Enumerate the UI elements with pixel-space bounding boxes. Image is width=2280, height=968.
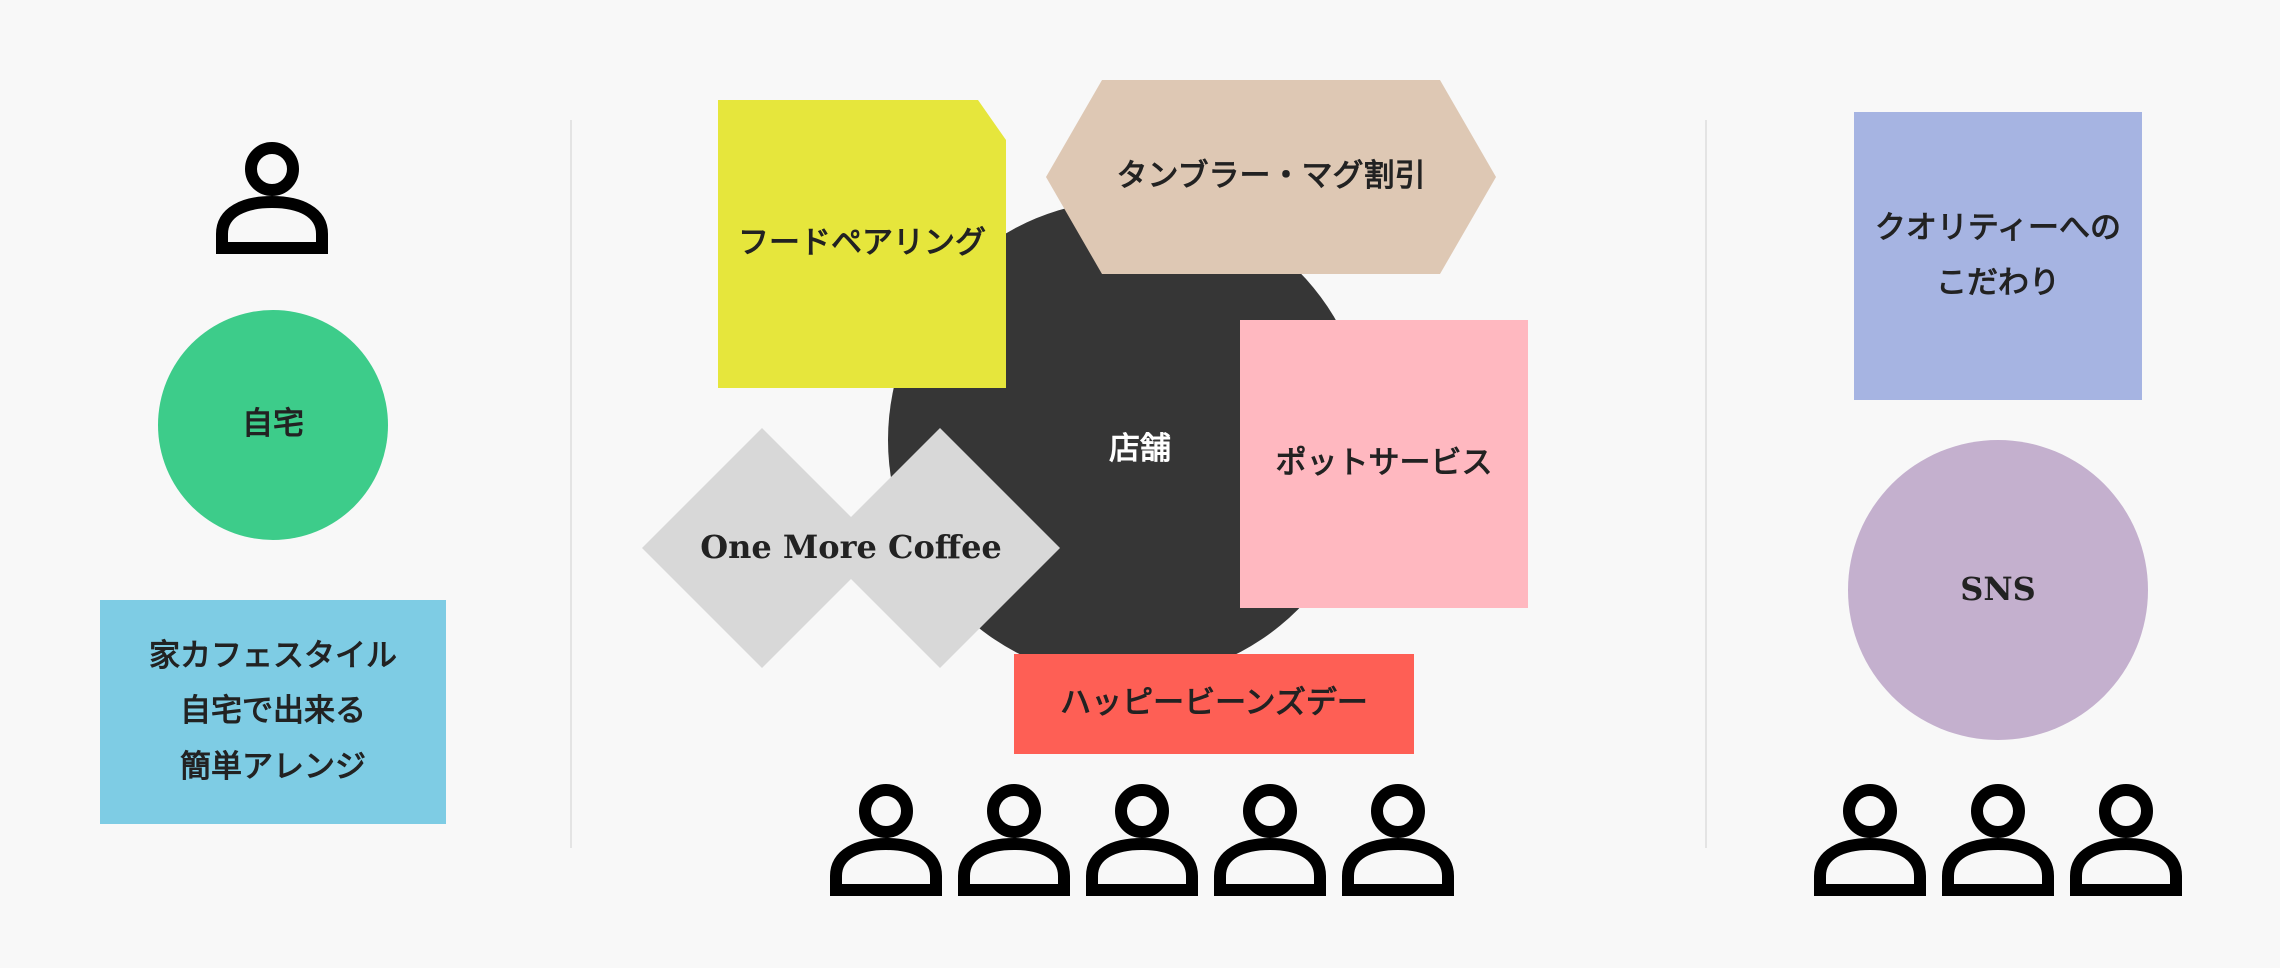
person-icon	[1942, 780, 2054, 896]
food-pairing-label: フードペアリング	[738, 225, 986, 262]
quality-line: クオリティーへの	[1874, 209, 2122, 246]
quality-line: こだわり	[1936, 265, 2060, 301]
tumbler-discount-hexagon	[1046, 80, 1496, 274]
sns-circle	[1848, 440, 2148, 740]
divider-right	[1705, 120, 1707, 848]
home-label: 自宅	[242, 406, 304, 443]
person-icon	[1214, 780, 1326, 896]
one-more-coffee-label: One More Coffee	[700, 528, 1002, 567]
store-label: 店舗	[1109, 431, 1171, 468]
pot-service-label: ポットサービス	[1275, 445, 1493, 482]
home-cafe-card	[100, 600, 446, 824]
person-icon	[830, 780, 942, 896]
person-icon	[1814, 780, 1926, 896]
person-icon	[2070, 780, 2182, 896]
person-icon	[1086, 780, 1198, 896]
one-more-coffee-diamonds	[642, 428, 1060, 668]
person-icon	[958, 780, 1070, 896]
quality-card	[1854, 112, 2142, 400]
happy-beans-day-banner	[1014, 654, 1414, 754]
person-icon	[1342, 780, 1454, 896]
food-pairing-note	[718, 100, 1006, 388]
happy-beans-day-label: ハッピービーンズデー	[1060, 685, 1368, 722]
sns-label: SNS	[1960, 570, 2036, 609]
home-card-line: 家カフェスタイル	[149, 638, 397, 675]
divider-left	[570, 120, 572, 848]
person-icon	[216, 138, 328, 254]
home-circle	[158, 310, 388, 540]
home-card-line: 簡単アレンジ	[180, 748, 366, 785]
tumbler-discount-label: タンブラー・マグ割引	[1116, 158, 1426, 195]
home-card-line: 自宅で出来る	[180, 693, 366, 730]
quality-card-text: クオリティーへの こだわり	[1854, 112, 2142, 400]
home-cafe-card-text: 家カフェスタイル 自宅で出来る 簡単アレンジ	[100, 600, 446, 824]
pot-service-card	[1240, 320, 1528, 608]
